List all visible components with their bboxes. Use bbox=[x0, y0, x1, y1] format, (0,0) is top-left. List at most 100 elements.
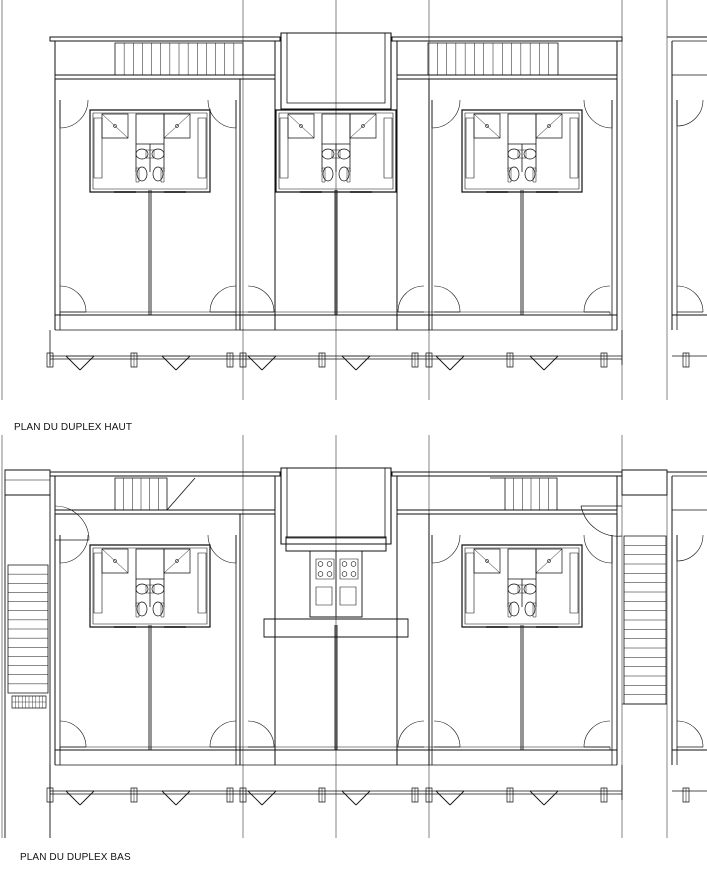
bathroom-wall bbox=[276, 110, 396, 192]
shower-drain bbox=[114, 125, 117, 128]
door-arc bbox=[60, 721, 86, 747]
door-arc bbox=[677, 286, 703, 312]
toilet-bowl bbox=[136, 601, 148, 617]
entry-door bbox=[208, 100, 236, 128]
casement-leaf bbox=[80, 356, 94, 370]
toilet-bowl bbox=[136, 166, 148, 182]
toilet-tank bbox=[136, 603, 139, 617]
casement-leaf bbox=[544, 356, 558, 370]
entry-door bbox=[60, 100, 88, 128]
casement-leaf bbox=[436, 356, 450, 370]
toilet-bowl bbox=[322, 166, 334, 182]
balcony-door bbox=[60, 721, 86, 747]
kitchen-sink bbox=[340, 587, 356, 605]
entry-door bbox=[60, 535, 88, 563]
service-duct bbox=[508, 114, 536, 144]
shower-drain bbox=[548, 125, 551, 128]
casement-leaf bbox=[248, 791, 262, 805]
burner-icon bbox=[342, 572, 347, 577]
burner-icon bbox=[318, 572, 323, 577]
stair-landing bbox=[167, 478, 195, 510]
burner-icon bbox=[327, 572, 332, 577]
stair-door bbox=[55, 506, 89, 540]
mullion bbox=[319, 788, 325, 802]
wash-basin bbox=[151, 583, 165, 595]
kitchen-sink bbox=[316, 587, 332, 605]
door-arc bbox=[208, 535, 236, 563]
casement-leaf bbox=[450, 791, 464, 805]
bathroom-wall bbox=[462, 110, 582, 192]
cupboard bbox=[466, 553, 474, 613]
door-arc bbox=[210, 286, 236, 312]
corridor-wall bbox=[55, 75, 275, 79]
mullion bbox=[227, 788, 233, 802]
mullion bbox=[507, 788, 513, 802]
wash-basin bbox=[321, 148, 335, 160]
wash-basin bbox=[135, 583, 149, 595]
bathroom-block bbox=[90, 545, 210, 627]
basin-tap bbox=[146, 585, 154, 593]
side-staircase bbox=[8, 565, 48, 693]
door-arc bbox=[248, 721, 274, 747]
window-opening bbox=[436, 356, 464, 370]
shower-drain bbox=[176, 125, 179, 128]
toilet-bowl bbox=[338, 166, 350, 182]
door-arc bbox=[677, 100, 703, 126]
toilet-tank bbox=[161, 168, 164, 182]
door-arc bbox=[55, 506, 89, 540]
door-arc bbox=[434, 286, 460, 312]
basin-tap bbox=[332, 150, 340, 158]
door-arc bbox=[584, 721, 610, 747]
casement-leaf bbox=[342, 791, 356, 805]
corridor-wall bbox=[55, 510, 275, 514]
basin-tap bbox=[518, 585, 526, 593]
entry-door bbox=[432, 535, 460, 563]
casement-leaf bbox=[248, 356, 262, 370]
door-arc bbox=[60, 100, 88, 128]
bathroom-inner-wall bbox=[465, 113, 579, 189]
toilet-tank bbox=[347, 168, 350, 182]
balcony-door bbox=[210, 286, 236, 312]
balcony-door bbox=[210, 721, 236, 747]
balcony-sill bbox=[60, 747, 610, 750]
balcony-door bbox=[248, 721, 274, 747]
door-arc bbox=[434, 721, 460, 747]
window-opening bbox=[162, 356, 190, 370]
window-opening bbox=[248, 356, 276, 370]
bathroom-block bbox=[90, 110, 210, 192]
shaft-inner bbox=[287, 33, 385, 103]
north-wall bbox=[50, 472, 280, 476]
basin-tap bbox=[518, 150, 526, 158]
door-arc bbox=[60, 286, 86, 312]
mullion bbox=[683, 788, 689, 802]
bathroom-inner-wall bbox=[279, 113, 393, 189]
stair-tower-top bbox=[5, 470, 50, 495]
casement-leaf bbox=[66, 791, 80, 805]
kitchen-block bbox=[264, 537, 408, 637]
shower-diagonal bbox=[102, 549, 128, 573]
cupboard bbox=[198, 553, 206, 613]
door-arc bbox=[398, 721, 424, 747]
wash-basin bbox=[523, 148, 537, 160]
door-arc bbox=[584, 100, 612, 128]
mullion bbox=[131, 788, 137, 802]
mullion bbox=[601, 788, 607, 802]
burner-icon bbox=[318, 562, 323, 567]
cupboard bbox=[198, 118, 206, 178]
toilet-tank bbox=[136, 168, 139, 182]
mullion bbox=[426, 353, 432, 367]
shower-diagonal bbox=[474, 549, 500, 573]
shower-diagonal bbox=[350, 114, 376, 138]
service-duct bbox=[136, 114, 164, 144]
casement-leaf bbox=[262, 356, 276, 370]
stair-tower-top bbox=[622, 470, 667, 495]
casement-leaf bbox=[436, 791, 450, 805]
shower-drain bbox=[486, 560, 489, 563]
door-arc bbox=[398, 286, 424, 312]
window-opening bbox=[530, 791, 558, 805]
mullion bbox=[240, 788, 246, 802]
casement-leaf bbox=[544, 791, 558, 805]
upper-staircase bbox=[428, 43, 558, 75]
side-staircase bbox=[624, 536, 666, 704]
